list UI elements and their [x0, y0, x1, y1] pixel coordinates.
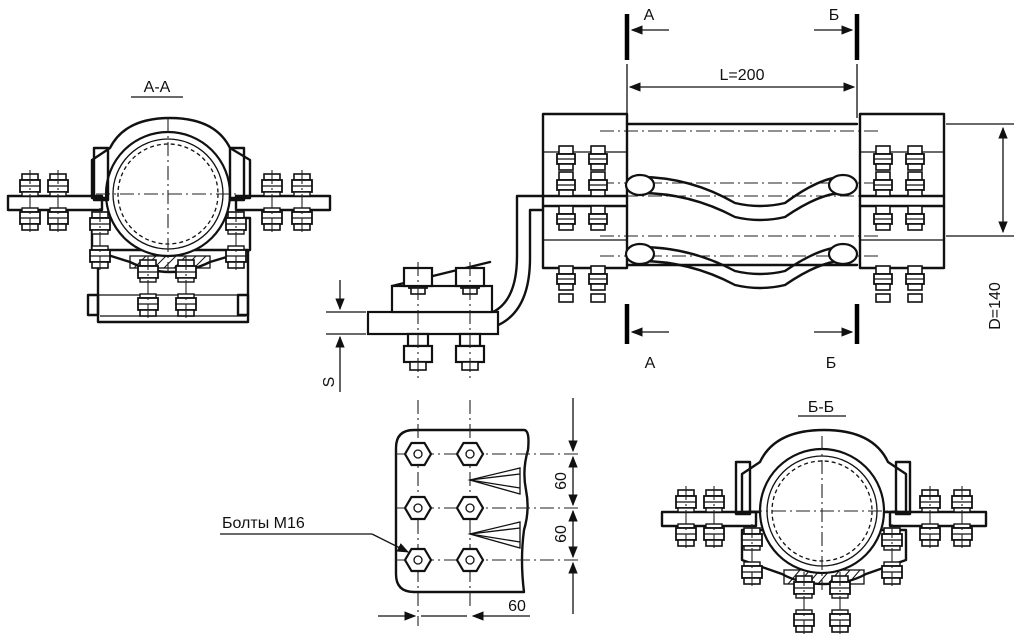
bolt-bb-4	[951, 485, 973, 551]
section-bb-view: Б-Б	[660, 399, 988, 637]
pitch-1-label: 60	[553, 472, 570, 490]
bolt-pattern-view: 60 60 60 Болты М16	[220, 398, 580, 626]
bolts-note: Болты М16	[222, 515, 305, 532]
cut-a-top-label: А	[644, 7, 655, 24]
clamp-lower-shell	[90, 216, 252, 274]
diameter-label: D=140	[987, 282, 1004, 330]
cut-b-bottom-label: Б	[826, 355, 837, 372]
bolt-aa-3	[261, 169, 283, 235]
bolt-hole-4	[455, 495, 485, 521]
bolt-bb-5	[741, 523, 763, 589]
clamp-right-block	[858, 112, 946, 303]
bolt-aa-7	[137, 255, 159, 321]
cut-a-bottom-label: А	[645, 355, 656, 372]
main-elevation-view: А Б L=200	[321, 7, 1014, 392]
bolt-bb-7	[793, 571, 815, 637]
bolt-bb-8	[829, 571, 851, 637]
bolt-bb-3	[919, 485, 941, 551]
clamp-upper-shell	[90, 116, 252, 200]
terminal-plate	[394, 428, 530, 594]
clamp-left-block	[541, 112, 629, 303]
bolt-hole-1	[403, 441, 433, 467]
bolt-aa-2	[47, 169, 69, 235]
section-bb-label: Б-Б	[808, 399, 834, 416]
terminal-strip	[366, 194, 545, 378]
bolt-hole-3	[403, 495, 433, 521]
flexible-bus-lower	[624, 242, 859, 290]
flange-right	[234, 194, 332, 212]
bolt-hole-5	[403, 547, 433, 573]
bolt-bb-2	[703, 485, 725, 551]
clamp-bb-upper-shell	[740, 428, 908, 514]
bolt-aa-4	[291, 169, 313, 235]
section-aa-label: А-А	[144, 79, 171, 96]
pitch-3-label: 60	[508, 598, 526, 615]
bolt-aa-6	[225, 207, 247, 273]
thickness-label: S	[321, 377, 338, 388]
cut-b-top-label: Б	[829, 7, 840, 24]
section-aa-view: А-А	[6, 79, 332, 324]
bolt-hole-2	[455, 441, 485, 467]
length-label: L=200	[720, 67, 765, 84]
pitch-2-label: 60	[553, 525, 570, 543]
bolt-bb-6	[881, 523, 903, 589]
bolt-aa-8	[175, 255, 197, 321]
flexible-bus-upper	[624, 173, 859, 222]
bolt-hole-6	[455, 547, 485, 573]
bolt-aa-1	[19, 169, 41, 235]
bolt-bb-1	[675, 485, 697, 551]
